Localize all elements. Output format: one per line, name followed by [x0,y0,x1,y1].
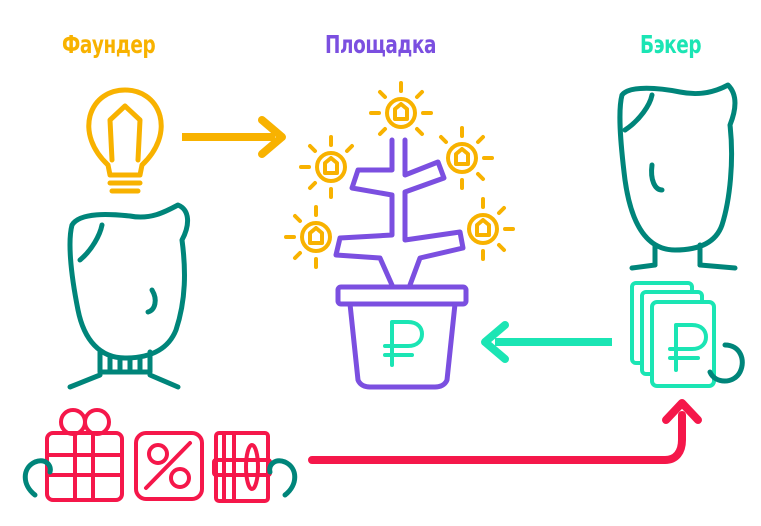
founder-person-icon [67,202,190,390]
money-tree-stem [333,137,469,390]
coin-icon [467,197,515,261]
coins [284,81,515,269]
backer-hand [707,342,745,384]
platform-label: Площадка [325,30,437,59]
coin-icon [284,205,332,269]
rewards-arrow [308,399,702,464]
lightbulb-icon [86,87,164,194]
backer-label: Бэкер [640,30,702,59]
founder-right-hand [267,458,298,498]
ruble-icon [383,320,424,367]
money-stack-icon [630,281,716,388]
gift-card-icon [212,431,272,503]
founder-label: Фаундер [62,30,156,59]
coin-icon [439,126,494,190]
coin-icon [369,81,433,136]
money-arrow [481,321,612,363]
backer-person-icon [617,82,738,271]
idea-arrow [182,116,286,158]
coin-icon [299,135,354,199]
gift-icon [45,408,124,502]
discount-icon [134,431,204,501]
founder-left-hand [22,458,53,498]
